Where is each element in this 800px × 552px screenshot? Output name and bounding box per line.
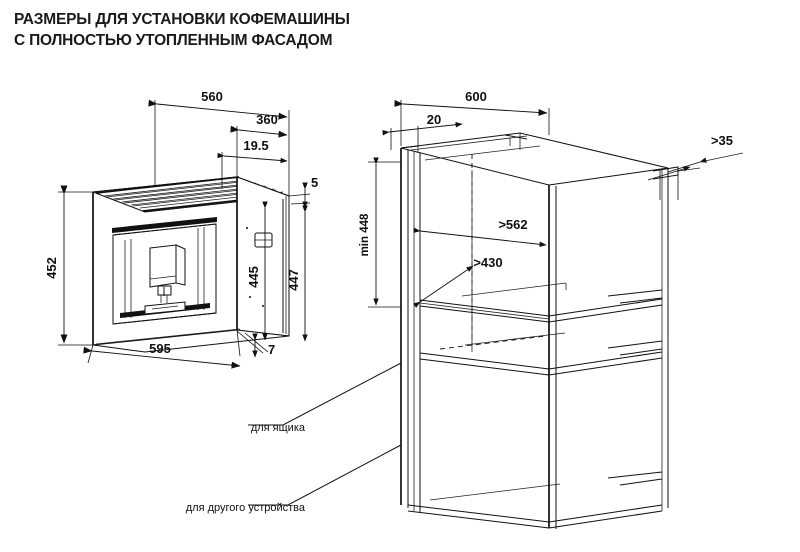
dimension-360-label: 360 xyxy=(256,112,278,127)
dimension-445-label: 445 xyxy=(246,266,261,288)
dimension-19_5: 19.5 xyxy=(217,138,288,189)
dimension-600: 600 xyxy=(394,89,550,146)
dimension-560-label: 560 xyxy=(201,89,223,104)
cabinet-top xyxy=(400,132,669,186)
page-title-line-2: С ПОЛНОСТЬЮ УТОПЛЕННЫМ ФАСАДОМ xyxy=(14,31,333,49)
dimension-min448-label: min 448 xyxy=(359,213,371,256)
dimension-452: 452 xyxy=(44,185,93,346)
cabinet-top-front-step xyxy=(504,134,528,140)
dimension-595-label: 595 xyxy=(149,341,171,356)
dimension-gt35-label: >35 xyxy=(711,133,733,148)
cabinet-middle-shelf xyxy=(419,332,663,376)
dimension-5: 5 xyxy=(288,175,318,209)
cabinet-left-wall xyxy=(400,148,421,513)
dimension-445: 445 xyxy=(246,201,268,341)
dimension-gt35: >35 xyxy=(647,133,744,200)
dimension-gt562-label: >562 xyxy=(498,217,527,232)
page-title: РАЗМЕРЫ ДЛЯ УСТАНОВКИ КОФЕМАШИНЫ С ПОЛНО… xyxy=(14,10,534,52)
drip-tray xyxy=(120,301,210,318)
appliance-side-face xyxy=(236,176,290,337)
dimension-447-label: 447 xyxy=(286,269,301,291)
dimension-gt430: >430 xyxy=(413,255,503,308)
cabinet-right-wall xyxy=(661,168,669,511)
dimension-20: 20 xyxy=(382,112,463,150)
dimension-20-label: 20 xyxy=(427,112,441,127)
dimension-19_5-label: 19.5 xyxy=(243,138,268,153)
dimension-560: 560 xyxy=(148,89,290,196)
cabinet-center-post xyxy=(548,185,557,529)
cabinet-upper-niche xyxy=(419,133,663,323)
dimension-452-label: 452 xyxy=(44,257,59,279)
dimension-min448: min 448 xyxy=(359,157,401,308)
callout-leader-other-device xyxy=(248,444,402,506)
callout-label-drawer: для ящика xyxy=(250,422,305,434)
callout-label-other-device: для другого устройства xyxy=(185,502,305,514)
dimension-gt562: >562 xyxy=(413,217,547,248)
coffee-dispenser xyxy=(149,244,186,303)
dimension-5-label: 5 xyxy=(311,175,318,190)
dimension-7-label: 7 xyxy=(268,342,275,357)
cabinet-bottom xyxy=(407,483,663,529)
dimension-360: 360 xyxy=(230,112,288,179)
page-title-line-1: РАЗМЕРЫ ДЛЯ УСТАНОВКИ КОФЕМАШИНЫ xyxy=(14,11,350,28)
cabinet-front-step xyxy=(400,145,419,153)
cabinet-rear-breaks xyxy=(607,289,669,486)
dimension-7: 7 xyxy=(236,330,275,358)
appliance-isometric xyxy=(92,176,290,353)
dimension-447: 447 xyxy=(286,205,308,342)
appliance-front-door xyxy=(112,217,217,325)
dimension-gt430-label: >430 xyxy=(473,255,502,270)
dimension-595: 595 xyxy=(83,329,241,369)
dimension-600-label: 600 xyxy=(465,89,487,104)
cabinet-isometric xyxy=(400,132,701,529)
callout-leader-drawer xyxy=(248,362,402,426)
